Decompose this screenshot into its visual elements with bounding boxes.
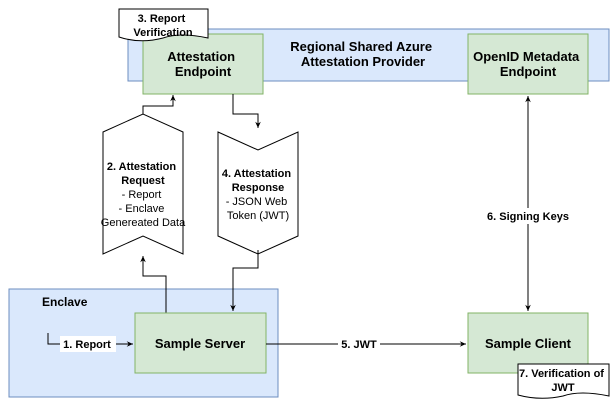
sample-client-label: Sample Client (485, 336, 572, 351)
callout-verification-jwt (517, 363, 610, 399)
edge-jwt-label: 5. JWT (341, 339, 377, 351)
callout-report-verification-label: 3. Report Verification (133, 13, 193, 39)
edge-signing-keys-label-bg (484, 208, 572, 224)
attestation-response-title: 4. Attestation Response (222, 168, 294, 194)
sample-server-label: Sample Server (155, 336, 245, 351)
callout-report-verification (118, 8, 209, 42)
edge-report-label: 1. Report (63, 339, 111, 351)
attestation-request-details: - Report - Enclave Genereated Data (101, 189, 186, 229)
attestation-endpoint-label: Attestation Endpoint (167, 49, 239, 79)
attestation-response-details: - JSON Web Token (JWT) (226, 196, 291, 222)
region-provider-title: Regional Shared Azure Attestation Provid… (290, 39, 435, 69)
attestation-request-title: 2. Attestation Request (107, 161, 179, 187)
node-openid-endpoint[interactable] (467, 33, 589, 95)
node-sample-client[interactable] (467, 312, 589, 374)
edge-request-to-endpoint (142, 95, 176, 114)
edge-report-label-bg (60, 336, 116, 352)
region-enclave-title: Enclave (42, 295, 88, 309)
edge-endpoint-to-response (232, 94, 261, 128)
edge-server-to-request (140, 256, 167, 313)
edge-jwt-label-bg (338, 336, 380, 352)
openid-endpoint-label: OpenID Metadata Endpoint (473, 49, 583, 79)
edge-response-to-server (230, 250, 259, 311)
callout-verification-jwt-label: 7. Verification of JWT (519, 368, 607, 394)
node-sample-server[interactable] (134, 312, 267, 374)
edge-signing-keys-label: 6. Signing Keys (487, 211, 569, 223)
shape-attestation-response (217, 131, 299, 255)
